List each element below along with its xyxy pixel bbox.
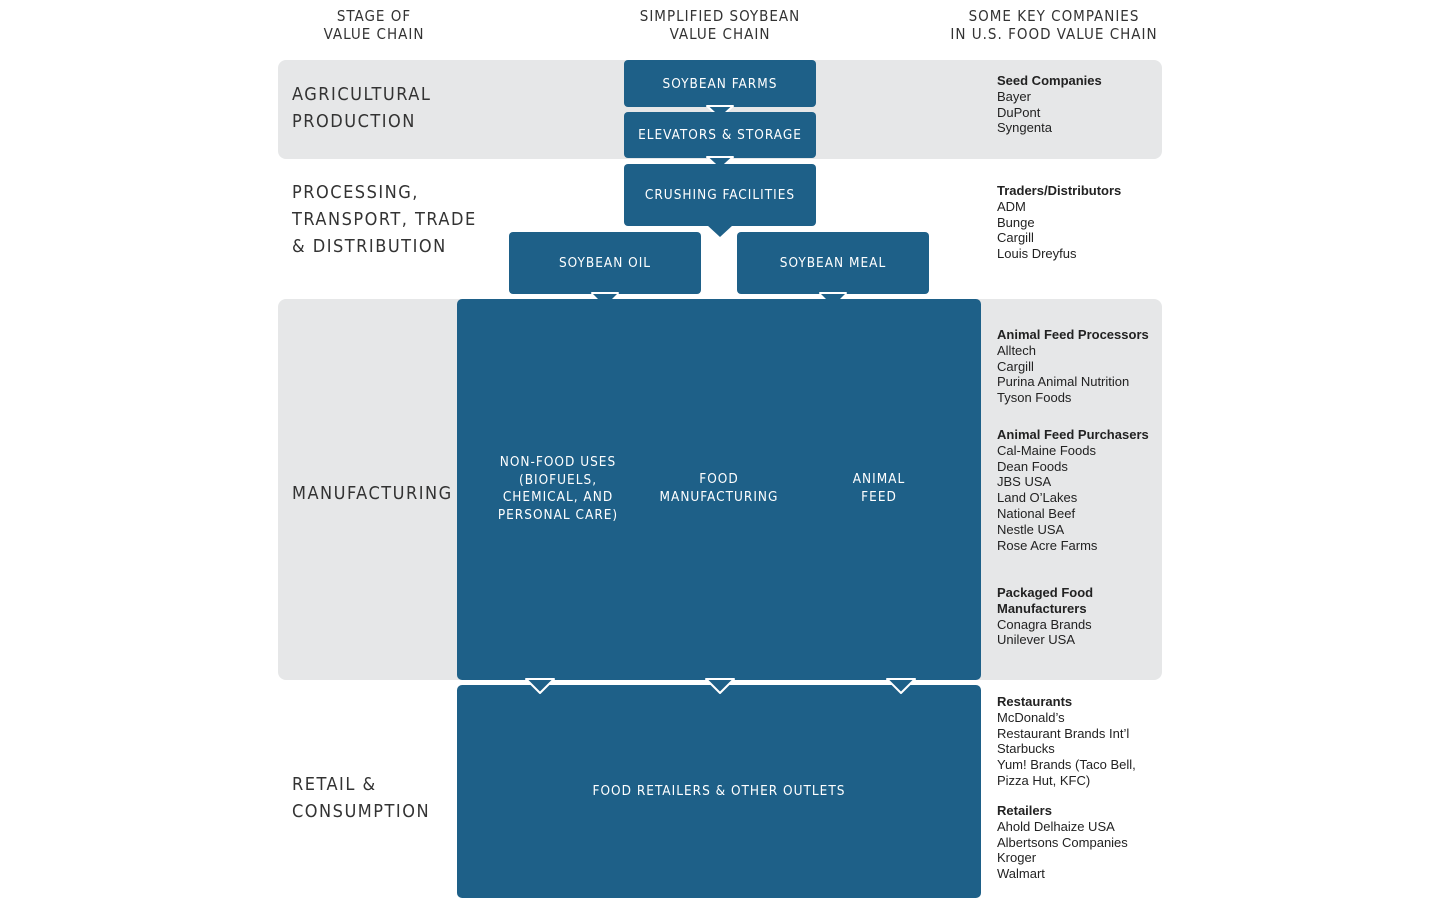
arrow-down-icon xyxy=(705,678,735,694)
company-name: Starbucks xyxy=(997,741,1055,757)
header-stage: STAGE OF VALUE CHAIN xyxy=(323,7,425,43)
company-name: Cargill xyxy=(997,230,1034,246)
box-soybean-meal: SOYBEAN MEAL xyxy=(737,232,929,294)
company-name: Conagra Brands xyxy=(997,616,1092,632)
arrow-down-icon xyxy=(886,678,916,694)
company-group-title: Seed Companies xyxy=(997,73,1102,88)
header-chain: SIMPLIFIED SOYBEAN VALUE CHAIN xyxy=(639,7,801,43)
header-companies: SOME KEY COMPANIES IN U.S. FOOD VALUE CH… xyxy=(950,7,1158,43)
company-name: Purina Animal Nutrition xyxy=(997,374,1130,390)
company-name: Alltech xyxy=(997,342,1037,358)
company-name: Kroger xyxy=(997,850,1037,866)
arrow-down-icon xyxy=(593,294,617,306)
stage-manufacturing: MANUFACTURING xyxy=(292,483,453,504)
company-name: Albertsons Companies xyxy=(997,834,1128,850)
company-group-title: Traders/Distributors xyxy=(997,183,1122,198)
company-name: Tyson Foods xyxy=(997,390,1072,406)
company-name: ADM xyxy=(997,198,1026,214)
company-name: Walmart xyxy=(997,866,1045,882)
company-group-title: Retailers xyxy=(997,803,1052,818)
company-name: Cargill xyxy=(997,358,1034,374)
label-non-food-uses: NON-FOOD USES (BIOFUELS, CHEMICAL, AND P… xyxy=(497,454,619,523)
company-name: Land O’Lakes xyxy=(997,490,1078,506)
label-animal-feed: ANIMAL FEED xyxy=(852,471,906,505)
box-crushing-facilities: CRUSHING FACILITIES xyxy=(624,164,816,226)
stage-processing: PROCESSING, TRANSPORT, TRADE & DISTRIBUT… xyxy=(292,182,477,257)
box-elevators-storage: ELEVATORS & STORAGE xyxy=(624,112,816,158)
company-group-title: Animal Feed Processors xyxy=(997,327,1149,342)
box-soybean-oil: SOYBEAN OIL xyxy=(509,232,701,294)
company-name: Unilever USA xyxy=(997,632,1076,648)
company-name: McDonald’s xyxy=(997,709,1065,725)
arrow-down-icon xyxy=(707,225,733,237)
arrow-down-icon xyxy=(525,678,555,694)
company-group-title: Packaged Food Manufacturers xyxy=(997,585,1094,616)
company-name: Yum! Brands (Taco Bell, Pizza Hut, KFC) xyxy=(997,757,1136,788)
company-name: Bayer xyxy=(997,88,1031,104)
company-name: Restaurant Brands Int’l xyxy=(997,725,1130,741)
company-name: Louis Dreyfus xyxy=(997,246,1077,262)
company-name: Cal-Maine Foods xyxy=(997,442,1096,458)
label-food-retailers: FOOD RETAILERS & OTHER OUTLETS xyxy=(592,783,846,799)
stage-agricultural: AGRICULTURAL PRODUCTION xyxy=(292,84,432,132)
box-food-retailers xyxy=(457,685,981,898)
company-group-title: Restaurants xyxy=(997,694,1073,709)
stage-retail: RETAIL & CONSUMPTION xyxy=(292,774,431,822)
company-name: Nestle USA xyxy=(997,521,1065,537)
company-name: Syngenta xyxy=(997,120,1052,136)
label-food-manufacturing: FOOD MANUFACTURING xyxy=(659,471,779,505)
company-name: Bunge xyxy=(997,214,1035,230)
box-soybean-farms: SOYBEAN FARMS xyxy=(624,60,816,107)
arrow-down-icon xyxy=(821,294,845,306)
arrow-down-icon xyxy=(706,156,734,170)
box-manufacturing xyxy=(457,299,981,680)
company-group-title: Animal Feed Purchasers xyxy=(997,427,1149,442)
company-name: Rose Acre Farms xyxy=(997,537,1098,553)
company-name: Dean Foods xyxy=(997,458,1068,474)
company-name: Ahold Delhaize USA xyxy=(997,818,1115,834)
company-name: JBS USA xyxy=(997,474,1052,490)
company-name: National Beef xyxy=(997,505,1076,521)
company-name: DuPont xyxy=(997,104,1041,120)
